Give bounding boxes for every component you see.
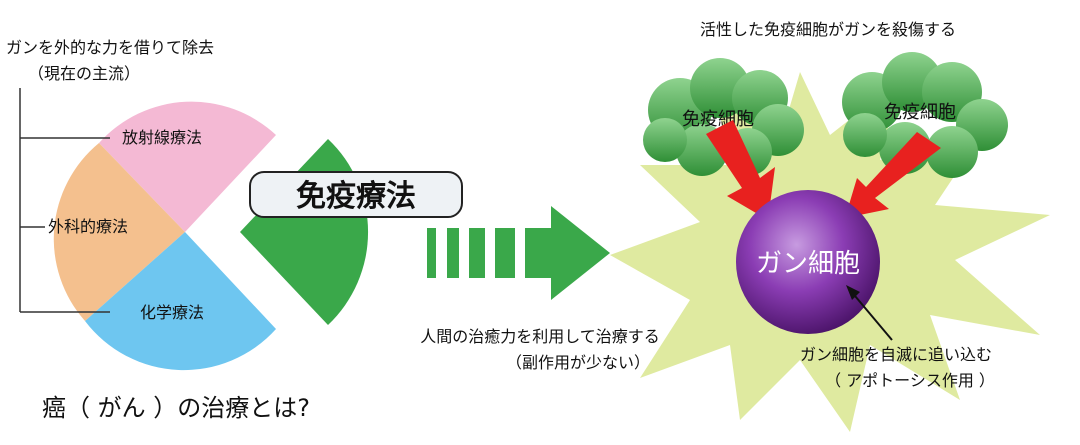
radiation-label: 放射線療法 (122, 128, 202, 147)
apoptosis-line1: ガン細胞を自滅に追い込む (800, 345, 992, 364)
conventional-heading-line2: （現在の主流） (28, 64, 140, 83)
immunotherapy-label-box: 免疫療法 (249, 171, 463, 218)
pie-slice-surgery (53, 143, 185, 321)
pie-slice-radiation (99, 101, 276, 232)
conventional-heading-line1: ガンを外的な力を借りて除去 (6, 38, 214, 57)
arrow-caption-line1: 人間の治癒力を利用して治療する (420, 327, 660, 346)
chemo-label: 化学療法 (140, 303, 204, 322)
immune-cell-right-label: 免疫細胞 (884, 102, 956, 123)
footer-question: 癌（ がん ）の治療とは? (42, 394, 310, 422)
attack-arrow-left (706, 120, 775, 220)
immune-side-title: 活性した免疫細胞がガンを殺傷する (700, 20, 956, 39)
immune-cell-left-label: 免疫細胞 (682, 109, 754, 130)
attack-arrow-right (845, 132, 941, 218)
arrow-caption-line2: （副作用が少ない） (506, 353, 650, 372)
apoptosis-pointer (849, 289, 893, 341)
apoptosis-line2: （ アポトーシス作用 ） (825, 371, 995, 390)
cancer-cell-label: ガン細胞 (756, 249, 860, 279)
progress-arrow (427, 206, 610, 300)
immunotherapy-slice (240, 139, 369, 325)
pie-bracket-lines (19, 88, 110, 313)
apoptosis-pointer-head (846, 285, 860, 300)
conventional-therapy-pie (53, 101, 276, 371)
surgery-label: 外科的療法 (48, 217, 128, 236)
immune-cell-right (842, 52, 1008, 178)
immunotherapy-label: 免疫療法 (296, 179, 416, 214)
cancer-cell (736, 190, 880, 334)
pie-slice-chemo (85, 232, 276, 371)
